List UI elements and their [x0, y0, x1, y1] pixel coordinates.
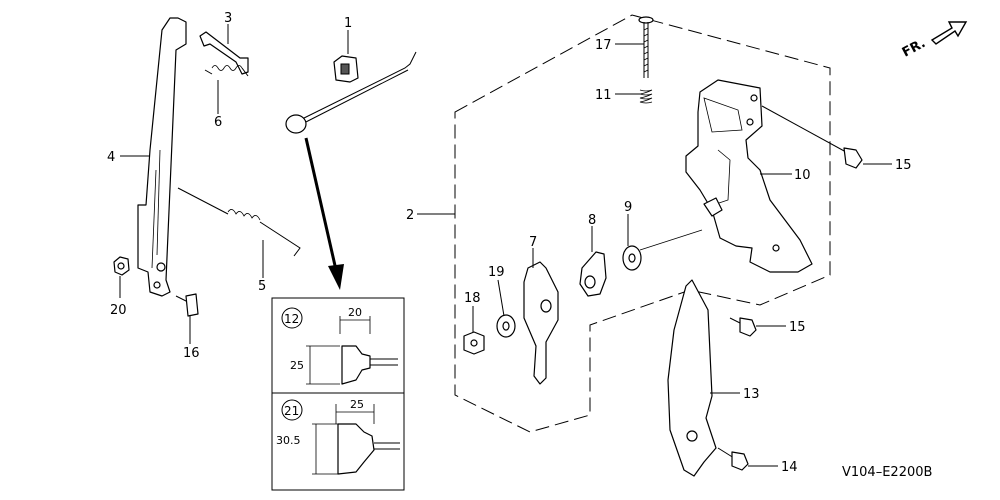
part-18-nut: [463, 331, 485, 355]
detail-21-width: 25: [350, 398, 364, 411]
part-20-nut: [113, 256, 130, 276]
callout-11: 11: [595, 88, 612, 103]
part-3-spring-clip: [199, 31, 249, 75]
callout-5: 5: [258, 279, 266, 294]
callout-7: 7: [529, 235, 537, 250]
part-4-long-bracket: [137, 17, 187, 297]
callout-9: 9: [624, 200, 632, 215]
callout-19: 19: [488, 265, 505, 280]
callout-4: 4: [107, 150, 115, 165]
detail-label-21: 21: [284, 404, 299, 418]
part-1-block: [333, 55, 359, 83]
detail-12-height: 25: [290, 359, 304, 372]
callout-6: 6: [214, 115, 222, 130]
callout-15-lower: 15: [789, 320, 806, 335]
front-arrow-icon: [930, 21, 968, 45]
part-15-lower-bolt: [729, 317, 757, 337]
callout-leaders: [119, 24, 892, 467]
front-direction-indicator: FR.: [900, 21, 968, 61]
detail-box-12: 12 20 25: [281, 306, 398, 385]
part-10-main-bracket: [685, 79, 813, 273]
part-7-throttle-lever: [523, 261, 559, 385]
part-14-bolt: [717, 447, 749, 471]
callout-2: 2: [406, 208, 414, 223]
part-5-rod-spring: [177, 187, 301, 257]
callout-labels: 1 2 3 4 5 6 7 8 9 10 11 13 14 15 15 16 1…: [107, 11, 912, 475]
choke-rod: [285, 51, 417, 134]
callout-17: 17: [595, 38, 612, 53]
part-9-washer: [622, 229, 703, 271]
detail-label-12: 12: [284, 312, 299, 326]
part-17-screw: [638, 16, 654, 78]
callout-1: 1: [344, 16, 352, 31]
detail-pointer-arrow: [304, 137, 344, 290]
callout-20: 20: [110, 303, 127, 318]
detail-21-height: 30.5: [276, 434, 301, 447]
part-6-small-spring: [204, 65, 249, 77]
callout-8: 8: [588, 213, 596, 228]
detail-12-width: 20: [348, 306, 362, 319]
diagram-code: V104–E2200B: [842, 465, 932, 480]
callout-3: 3: [224, 11, 232, 26]
callout-16: 16: [183, 346, 200, 361]
part-15-upper-bolt: [761, 105, 863, 169]
part-11-spring: [639, 89, 653, 104]
front-label: FR.: [900, 36, 928, 61]
detail-inset: 12 20 25 21 25 30.5: [271, 297, 405, 491]
callout-15-upper: 15: [895, 158, 912, 173]
part-19-washer: [496, 314, 516, 338]
callout-13: 13: [743, 387, 760, 402]
part-16-bolt: [175, 293, 199, 317]
detail-box-21: 21 25 30.5: [276, 398, 400, 475]
callout-18: 18: [464, 291, 481, 306]
part-13-side-cover: [667, 279, 717, 477]
callout-14: 14: [781, 460, 798, 475]
callout-10: 10: [794, 168, 811, 183]
part-8-lever-plate: [579, 251, 607, 297]
